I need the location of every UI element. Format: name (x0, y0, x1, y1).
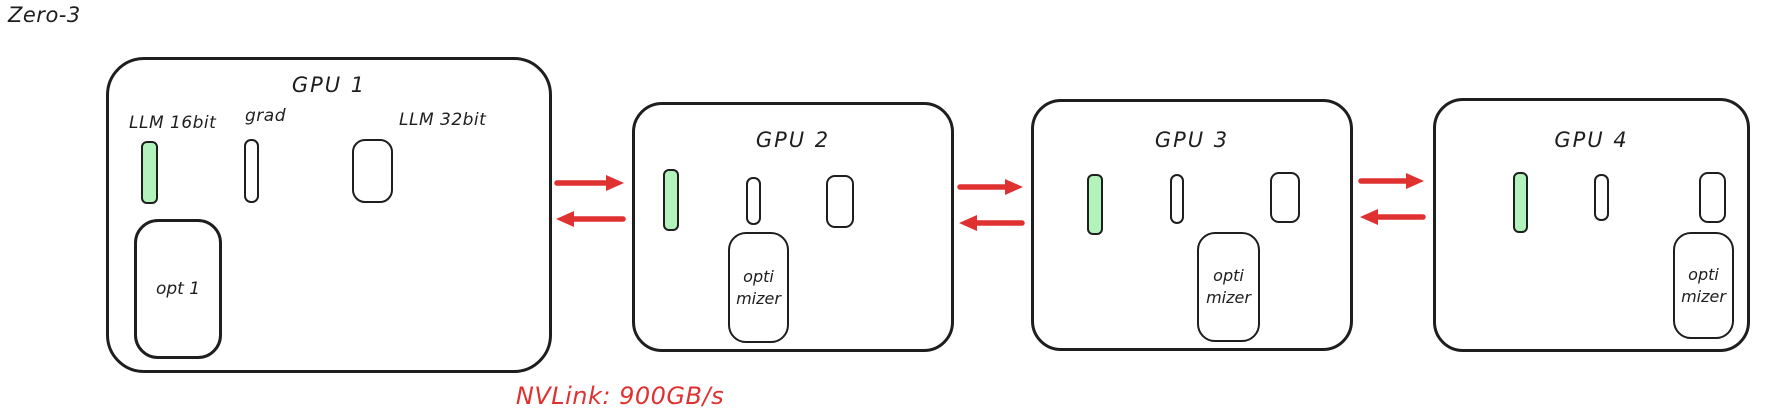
gpu2-optimizer-label-line1: opti (743, 266, 774, 286)
gpu1-llm32bit-label: LLM 32bit (399, 110, 487, 130)
nvlink-arrow-right-gpu3-gpu4-icon (1358, 173, 1424, 189)
gpu2-llm32bit-shard-rect (826, 175, 854, 228)
gpu1-llm16bit-shard-rect (141, 141, 158, 204)
gpu4-optimizer-box: opti mizer (1673, 232, 1734, 339)
gpu1-llm32bit-shard-rect (352, 139, 393, 203)
nvlink-speed-label: NVLink: 900GB/s (515, 382, 725, 410)
gpu1-box: GPU 1 LLM 16bit grad LLM 32bit opt 1 (106, 57, 552, 373)
gpu3-box: GPU 3 opti mizer (1031, 99, 1353, 351)
gpu3-optimizer-label-line1: opti (1213, 266, 1244, 285)
gpu1-optimizer-box: opt 1 (134, 219, 222, 359)
gpu4-optimizer-label-line1: opti (1688, 264, 1719, 284)
nvlink-arrow-left-gpu3-gpu4-icon (1360, 209, 1426, 225)
gpu1-grad-shard-rect (244, 139, 259, 203)
gpu3-llm16bit-shard-rect (1087, 174, 1103, 235)
gpu3-llm32bit-shard-rect (1270, 172, 1300, 223)
gpu4-llm16bit-shard-rect (1513, 172, 1528, 233)
gpu3-title: GPU 3 (1154, 128, 1230, 152)
gpu2-grad-shard-rect (746, 177, 761, 225)
gpu1-optimizer-label: opt 1 (155, 279, 201, 299)
gpu4-title: GPU 4 (1554, 128, 1629, 152)
gpu2-title: GPU 2 (755, 128, 831, 152)
gpu4-optimizer-label-line2: mizer (1681, 286, 1726, 306)
nvlink-arrow-right-gpu1-gpu2-icon (554, 175, 624, 191)
gpu3-optimizer-box: opti mizer (1197, 232, 1260, 342)
gpu3-grad-shard-rect (1170, 174, 1184, 224)
gpu2-optimizer-box: opti mizer (728, 232, 789, 343)
diagram-title: Zero-3 (8, 3, 81, 27)
gpu1-llm16bit-label: LLM 16bit (129, 113, 217, 133)
gpu3-optimizer-label-line2: mizer (1206, 288, 1251, 307)
nvlink-arrow-left-gpu1-gpu2-icon (556, 211, 626, 227)
gpu4-box: GPU 4 opti mizer (1433, 98, 1750, 352)
gpu2-optimizer-label-line2: mizer (736, 288, 781, 308)
nvlink-arrow-left-gpu2-gpu3-icon (959, 215, 1025, 231)
gpu2-box: GPU 2 opti mizer (632, 102, 954, 352)
gpu1-grad-label: grad (245, 106, 286, 126)
nvlink-arrow-right-gpu2-gpu3-icon (957, 179, 1023, 195)
gpu1-title: GPU 1 (291, 73, 367, 97)
gpu4-grad-shard-rect (1594, 174, 1609, 221)
gpu4-llm32bit-shard-rect (1699, 172, 1726, 223)
gpu2-llm16bit-shard-rect (663, 169, 679, 231)
